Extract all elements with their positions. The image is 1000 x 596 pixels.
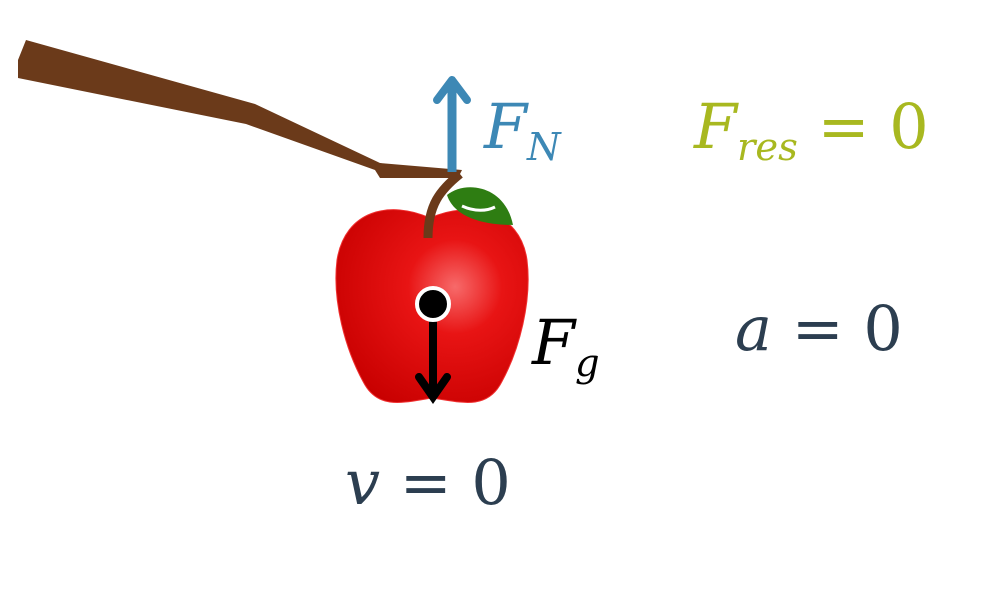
symbol: a — [735, 292, 772, 365]
acceleration-equation: a = 0 — [735, 298, 903, 360]
normal-force-label: FN — [484, 96, 561, 168]
equals-zero: = 0 — [399, 446, 511, 519]
subscript: N — [527, 125, 561, 171]
gravity-arrow — [415, 286, 451, 404]
leaf — [447, 187, 513, 225]
equals-zero: = 0 — [791, 292, 903, 365]
symbol: v — [345, 446, 381, 519]
branch — [18, 40, 462, 178]
symbol: F — [532, 306, 576, 379]
subscript: res — [737, 125, 798, 171]
leaf-highlight — [461, 204, 496, 212]
velocity-equation: v = 0 — [345, 452, 511, 514]
symbol: F — [484, 90, 528, 163]
normal-force-arrow — [433, 76, 471, 172]
symbol: F — [694, 90, 738, 163]
apple-stem — [423, 170, 463, 239]
equals-zero: = 0 — [817, 90, 929, 163]
center-of-mass-dot — [415, 286, 451, 322]
resultant-force-equation: Fres = 0 — [694, 96, 929, 168]
subscript: g — [575, 341, 600, 387]
gravity-label: Fg — [532, 312, 600, 384]
